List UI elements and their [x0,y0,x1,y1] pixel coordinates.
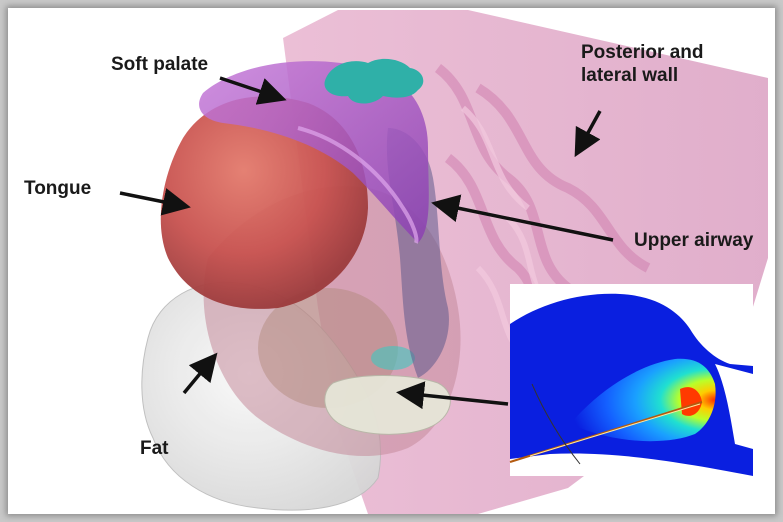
soft-palate-label: Soft palate [111,54,208,77]
figure-frame: Soft palate Posterior and lateral wall T… [8,8,775,514]
fat-label: Fat [140,438,169,461]
upper-airway-label: Upper airway [634,230,753,253]
pharyngeal-block-shape [325,376,451,435]
teal-inner-shape [371,346,415,370]
fem-inset [510,284,753,476]
posterior-lateral-wall-label: Posterior and lateral wall [581,42,703,88]
tongue-label: Tongue [24,178,91,201]
